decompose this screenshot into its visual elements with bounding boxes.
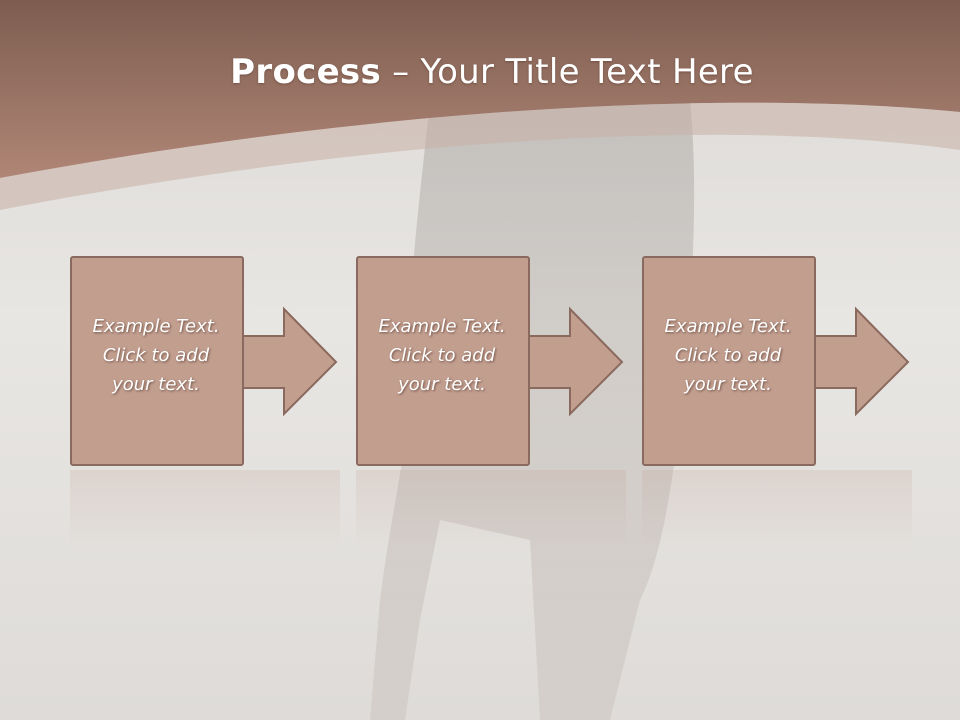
step-line: your text. bbox=[684, 374, 772, 395]
step-reflection bbox=[70, 470, 340, 550]
step-line: Click to add bbox=[674, 345, 782, 366]
header-swoosh bbox=[0, 102, 960, 210]
step-arrow-shape bbox=[642, 256, 910, 466]
step-arrow-shape bbox=[70, 256, 338, 466]
step-line: Example Text. bbox=[378, 316, 506, 337]
step-line: Example Text. bbox=[92, 316, 220, 337]
step-text: Example Text. Click to add your text. bbox=[642, 312, 814, 399]
step-line: Click to add bbox=[388, 345, 496, 366]
step-line: Click to add bbox=[102, 345, 210, 366]
process-step-2[interactable]: Example Text. Click to add your text. bbox=[356, 256, 626, 468]
step-line: your text. bbox=[398, 374, 486, 395]
process-step-3[interactable]: Example Text. Click to add your text. bbox=[642, 256, 912, 468]
step-line: Example Text. bbox=[664, 316, 792, 337]
step-reflection bbox=[356, 470, 626, 550]
step-text: Example Text. Click to add your text. bbox=[356, 312, 528, 399]
figure-silhouette bbox=[370, 100, 695, 720]
step-text: Example Text. Click to add your text. bbox=[70, 312, 242, 399]
process-step-1[interactable]: Example Text. Click to add your text. bbox=[70, 256, 340, 468]
header-band bbox=[0, 0, 960, 178]
title-rest: – Your Title Text Here bbox=[381, 52, 754, 92]
step-reflection bbox=[642, 470, 912, 550]
title-bold: Process bbox=[230, 52, 382, 92]
step-arrow-shape bbox=[356, 256, 624, 466]
step-line: your text. bbox=[112, 374, 200, 395]
slide-title[interactable]: Process – Your Title Text Here bbox=[0, 52, 960, 92]
